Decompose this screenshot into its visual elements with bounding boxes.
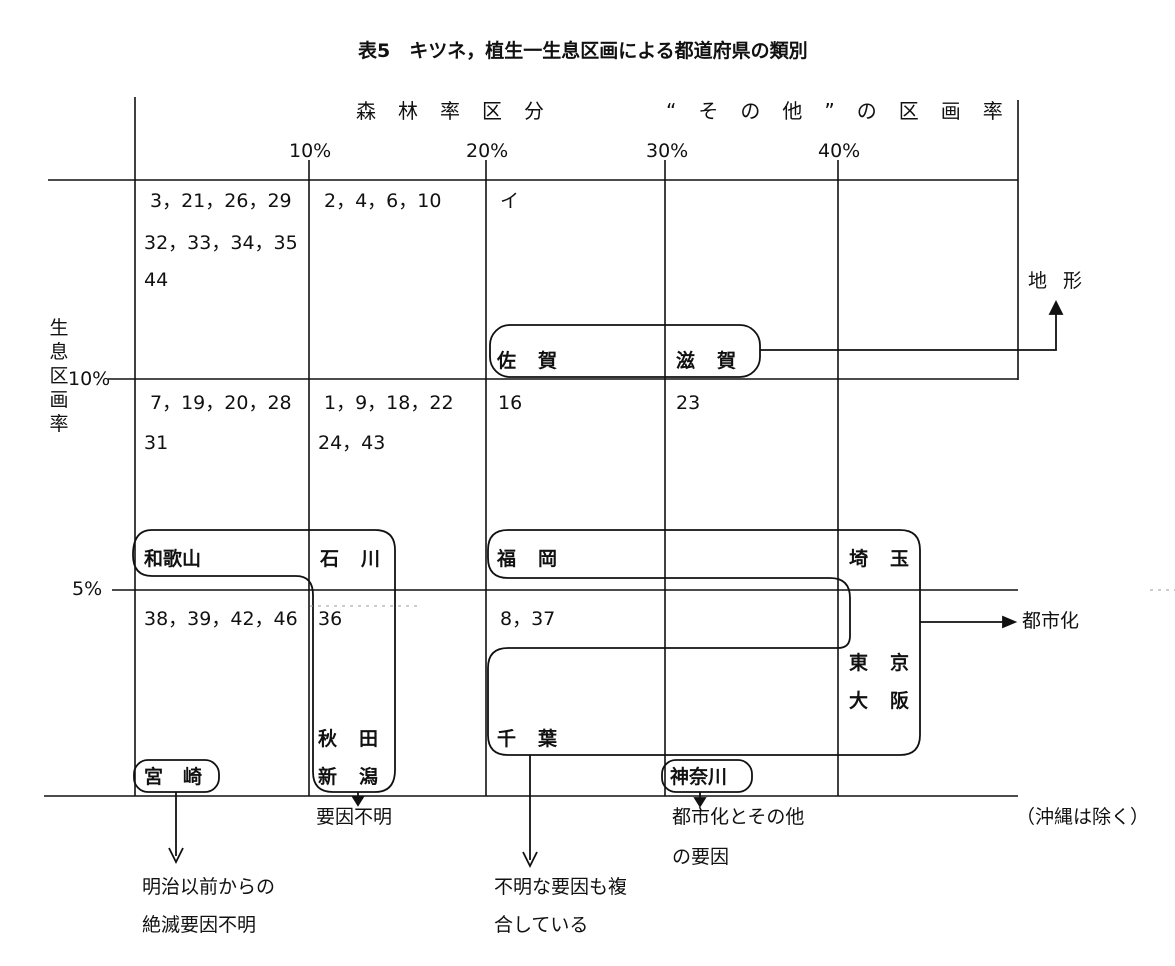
complex-arrow-head [522, 851, 538, 869]
pref-wakayama: 和歌山 [144, 548, 202, 570]
pref-kanagawa: 神奈川 [670, 766, 728, 788]
group-kanagawa-outline [661, 759, 753, 793]
meiji-label-line2: 絶滅要因不明 [142, 914, 257, 936]
terrain-arrow-head [1048, 299, 1064, 315]
x-tick-10: 10% [289, 140, 332, 162]
unknown-factor-label: 要因不明 [316, 806, 393, 828]
pref-saga: 佐賀 [497, 350, 580, 372]
group-terrain-outline [489, 324, 761, 378]
pref-niigata: 新潟 [318, 766, 401, 788]
pref-akita: 秋田 [318, 728, 401, 750]
other-rate-label: “その他”の区画率 [666, 99, 1025, 123]
cell-r3c3: 8，37 [500, 608, 556, 630]
pref-shiga: 滋賀 [676, 350, 759, 372]
cell-r2c2-line1: 1，9，18，22 [324, 392, 454, 414]
urban-arrow-head [1002, 615, 1018, 629]
cell-r2c2-line2: 24，43 [318, 432, 386, 454]
cell-r2c3: 16 [498, 392, 523, 414]
pref-saitama: 埼玉 [849, 548, 932, 570]
cell-r2c1-line2: 31 [144, 432, 169, 454]
pref-fukuoka: 福岡 [497, 548, 580, 570]
pref-miyazaki: 宮崎 [144, 766, 223, 788]
pref-ishikawa: 石川 [320, 548, 403, 570]
urbanization-label: 都市化 [1022, 610, 1080, 632]
cell-r3c1: 38，39，42，46 [144, 608, 298, 630]
complex-label-line1: 不明な要因も複 [494, 876, 628, 898]
cell-r3c2: 36 [318, 608, 343, 630]
group-urban-outline [487, 529, 921, 756]
diagram-title: 表5 キツネ，植生一生息区画による都道府県の類別 [358, 40, 808, 62]
cell-r1c3: イ [500, 190, 520, 212]
y-axis-label: 生息区画率 [49, 317, 69, 435]
complex-label-line2: 合している [494, 914, 589, 936]
x-tick-30: 30% [646, 140, 689, 162]
pref-chiba: 千葉 [497, 728, 580, 750]
pref-tokyo: 東京 [849, 652, 932, 674]
cell-r1c2: 2，4，6，10 [324, 190, 442, 212]
urban-other-label-line2: の要因 [672, 846, 730, 868]
cell-r2c1-line1: 7，19，20，28 [150, 392, 292, 414]
pref-osaka: 大阪 [849, 690, 932, 712]
meiji-label-line1: 明治以前からの [142, 876, 276, 898]
cell-r1c1-line2: 32，33，34，35 [144, 232, 298, 254]
unknown-arrow-head [351, 796, 365, 807]
kanagawa-arrow-head [693, 797, 707, 808]
cell-r2c4: 23 [676, 392, 701, 414]
terrain-arrow-line [760, 312, 1057, 351]
cell-r1c1-line3: 44 [144, 269, 169, 291]
meiji-arrow-head [168, 847, 184, 865]
excluding-okinawa-note: （沖縄は除く） [1016, 806, 1150, 828]
forest-rate-label: 森林率区分 [356, 99, 566, 123]
terrain-label: 地形 [1028, 270, 1099, 292]
y-tick-10: 10% [68, 368, 111, 390]
urban-other-label-line1: 都市化とその他 [672, 806, 805, 828]
y-tick-5: 5% [72, 578, 103, 600]
group-unknown-outline [132, 529, 396, 793]
x-tick-20: 20% [466, 140, 509, 162]
x-tick-40: 40% [818, 140, 861, 162]
cell-r1c1-line1: 3，21，26，29 [150, 190, 292, 212]
